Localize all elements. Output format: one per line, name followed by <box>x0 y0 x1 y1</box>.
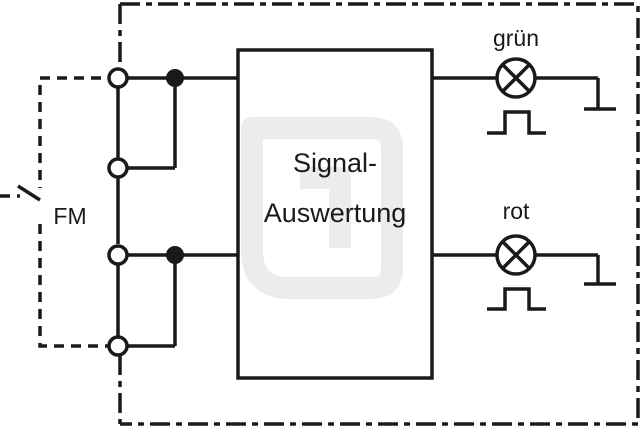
lamp-red-icon <box>495 234 537 276</box>
pulse-green-icon <box>487 110 546 135</box>
terminal-4 <box>107 335 129 357</box>
fm-label: FM <box>53 203 86 229</box>
lamp-green-icon <box>495 57 537 99</box>
enclosure-outline <box>118 2 640 426</box>
junction-dot-top <box>166 69 184 87</box>
pulse-red-icon <box>487 287 546 311</box>
terminal-1 <box>107 67 129 89</box>
lamp-green-label: grün <box>493 25 539 51</box>
block-label-line2: Auswertung <box>264 198 407 228</box>
signal-evaluation-block <box>236 48 434 380</box>
junction-dot-bottom <box>166 246 184 264</box>
terminal-3 <box>107 244 129 266</box>
block-label-line1: Signal- <box>293 148 377 178</box>
switch-blade <box>17 184 41 202</box>
watermark-logo <box>241 117 403 299</box>
terminal-2 <box>107 157 129 179</box>
fm-contact <box>0 76 118 348</box>
lamp-red-label: rot <box>503 198 530 224</box>
